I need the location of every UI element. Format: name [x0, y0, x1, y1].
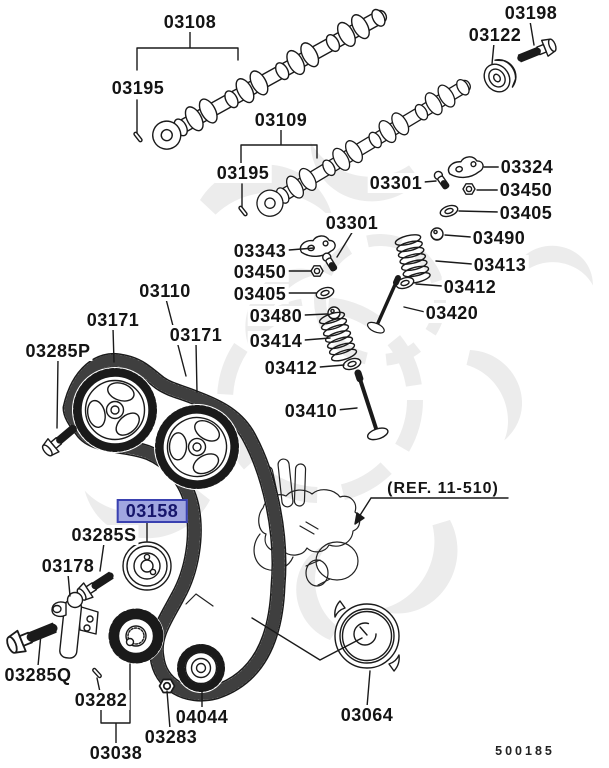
- part-label-camshaft-exhaust[interactable]: 03108: [161, 12, 219, 32]
- part-label-crank-nut[interactable]: 03283: [142, 727, 200, 747]
- part-label-adjusting-screw-b[interactable]: 03301: [323, 213, 381, 233]
- crank-seal-drawing: [334, 600, 400, 672]
- part-label-timing-belt[interactable]: 03110: [137, 281, 193, 301]
- part-label-valve-spring-a[interactable]: 03413: [471, 255, 529, 275]
- part-label-adjusting-nut-b[interactable]: 03450: [231, 262, 289, 282]
- part-label-valve-spring-b[interactable]: 03414: [247, 331, 305, 351]
- camshaft-key-a-drawing: [132, 130, 144, 144]
- valve-retainer-a-drawing: [430, 227, 444, 241]
- part-label-valve-retainer-a[interactable]: 03490: [470, 228, 528, 248]
- part-label-cam-sprocket-b[interactable]: 03171: [167, 325, 225, 345]
- part-label-spring-seat-a[interactable]: 03405: [497, 203, 555, 223]
- part-label-spring-seat-lower-a[interactable]: 03412: [441, 277, 499, 297]
- oil-pump-sprocket-drawing: [108, 608, 164, 664]
- cam-sprocket-a-drawing: [72, 367, 158, 453]
- part-label-valve-retainer-b[interactable]: 03480: [247, 306, 305, 326]
- part-label-camshaft-intake[interactable]: 03109: [252, 110, 310, 130]
- reference-note: (REF. 11-510): [387, 480, 499, 497]
- tensioner-adjuster-drawing: [51, 591, 99, 659]
- cam-sensor-cylinder-drawing: [483, 59, 517, 93]
- part-label-rocker-arm-b[interactable]: 03343: [231, 241, 289, 261]
- crank-sprocket-drawing: [176, 643, 226, 693]
- part-label-crank-sprocket[interactable]: 04044: [173, 707, 231, 727]
- part-label-sprocket-bolt[interactable]: 03285P: [23, 341, 93, 361]
- part-label-spring-seat-lower-b[interactable]: 03412: [262, 358, 320, 378]
- adjusting-nut-b-drawing: [310, 265, 324, 277]
- adjuster-bolt-drawing: [4, 618, 58, 657]
- part-label-oil-pump-sprocket[interactable]: 03038: [87, 743, 145, 763]
- adjusting-screw-a-drawing: [433, 170, 450, 190]
- part-label-spring-seat-b[interactable]: 03405: [231, 284, 289, 304]
- part-label-crank-seal[interactable]: 03064: [338, 705, 396, 725]
- part-label-adjusting-nut-a[interactable]: 03450: [497, 180, 555, 200]
- adjusting-nut-a-drawing: [462, 183, 476, 195]
- valve-b-drawing: [348, 370, 389, 442]
- part-label-rocker-arm-a[interactable]: 03324: [498, 157, 556, 177]
- part-label-cam-sensor-cylinder[interactable]: 03122: [466, 25, 524, 45]
- part-label-valve-b[interactable]: 03410: [282, 401, 340, 421]
- part-label-cam-sprocket-a[interactable]: 03171: [84, 310, 142, 330]
- rocker-arm-a-drawing: [446, 153, 486, 181]
- ref-arrow: [354, 497, 509, 525]
- part-label-tensioner-bolt[interactable]: 03285S: [69, 525, 139, 545]
- oil-pump-key-drawing: [91, 667, 103, 679]
- part-label-tensioner-adjuster[interactable]: 03178: [39, 556, 97, 576]
- tensioner-pulley-drawing: [122, 541, 172, 591]
- part-label-adjusting-screw-a[interactable]: 03301: [367, 173, 425, 193]
- part-label-tensioner-pulley-selected[interactable]: 03158: [116, 499, 188, 523]
- part-label-adjuster-bolt[interactable]: 03285Q: [2, 665, 74, 685]
- cam-sprocket-bolt-drawing: [40, 421, 80, 458]
- spring-seat-a-drawing: [438, 202, 460, 220]
- part-label-valve-a[interactable]: 03420: [423, 303, 481, 323]
- watermark-pattern: [76, 116, 603, 642]
- sheet-number: 500185: [495, 744, 555, 758]
- part-label-camshaft-key-b[interactable]: 03195: [214, 163, 272, 183]
- leader-lines: [37, 20, 535, 745]
- part-label-cam-bolt[interactable]: 03198: [502, 3, 560, 23]
- part-label-oil-pump-key[interactable]: 03282: [72, 690, 130, 710]
- camshaft-key-b-drawing: [237, 204, 249, 218]
- part-label-camshaft-key-a[interactable]: 03195: [109, 78, 167, 98]
